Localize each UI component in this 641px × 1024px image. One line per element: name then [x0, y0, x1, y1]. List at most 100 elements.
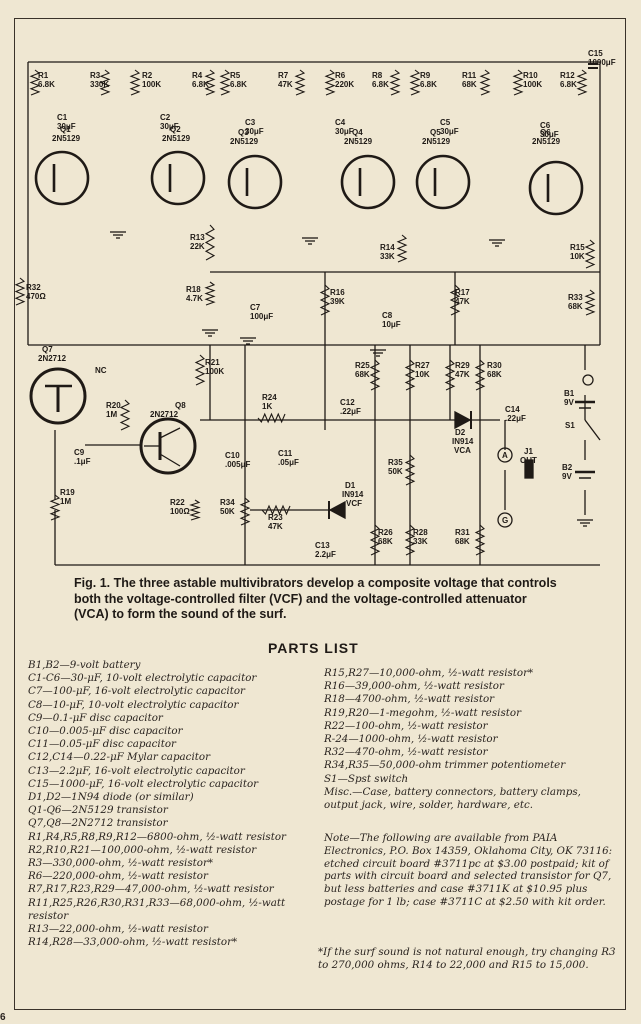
transistor-ref: Q6	[540, 128, 551, 137]
part-item: C12,C14—0.22-μF Mylar capacitor	[28, 751, 210, 764]
resistor-ref: R20	[106, 401, 121, 410]
supplier-note: Note—The following are available from PA…	[324, 832, 613, 908]
resistor-ref: R33	[568, 293, 583, 302]
resistor-ref: R7	[278, 71, 289, 80]
transistor-type: 2N5129	[162, 134, 191, 143]
terminal-a: A	[502, 451, 508, 460]
resistor-r14	[396, 234, 408, 263]
capacitor-value: 10μF	[382, 320, 401, 329]
capacitor-value: 30μF	[245, 127, 264, 136]
resistor-r35	[404, 454, 416, 486]
resistor-r24	[257, 412, 286, 424]
part-item: R1,R4,R5,R8,R9,R12—6800-ohm, ½-watt resi…	[28, 830, 286, 843]
resistor-value: 6.8K	[372, 80, 389, 89]
resistor-ref: R12	[560, 71, 575, 80]
resistor-r4	[204, 69, 216, 96]
resistor-value: 100K	[205, 367, 224, 376]
resistor-ref: R9	[420, 71, 431, 80]
transistor-type: 2N2712	[150, 410, 179, 419]
resistor-r17	[449, 284, 461, 316]
resistor-value: 100K	[523, 80, 542, 89]
resistor-r9	[409, 69, 421, 96]
resistor-r3	[99, 69, 111, 96]
resistor-value: 1K	[262, 402, 272, 411]
resistor-value: 330K	[90, 80, 109, 89]
transistor-q6	[528, 160, 584, 216]
part-item: R7,R17,R23,R29—47,000-ohm, ½-watt resist…	[28, 883, 274, 896]
footnote: *If the surf sound is not natural enough…	[318, 946, 616, 971]
jack-j1-ref: J1	[524, 447, 533, 456]
resistor-ref: R8	[372, 71, 383, 80]
resistor-value: 68K	[462, 80, 477, 89]
diode-role: VCF	[346, 499, 362, 508]
resistor-value: 47K	[278, 80, 293, 89]
capacitor-ref: C15	[588, 49, 603, 58]
capacitor-value: .05μF	[278, 458, 299, 467]
part-item: D1,D2—1N94 diode (or similar)	[28, 791, 194, 804]
resistor-ref: R26	[378, 528, 393, 537]
resistor-ref: R32	[26, 283, 41, 292]
resistor-value: 47K	[455, 297, 470, 306]
resistor-r21	[194, 354, 206, 386]
transistor-ref: Q4	[352, 128, 363, 137]
resistor-ref: R3	[90, 71, 101, 80]
part-item: R-24—1000-ohm, ½-watt resistor	[324, 733, 498, 746]
capacitor-ref: C3	[245, 118, 256, 127]
part-item: R16—39,000-ohm, ½-watt resistor	[324, 680, 504, 693]
resistor-value: 22K	[190, 242, 205, 251]
page-border	[14, 18, 626, 1010]
resistor-ref: R23	[268, 513, 283, 522]
surf-synthesizer-schematic: R16.8KR3330KR2100KR46.8KR56.8KR747KR6220…	[14, 49, 616, 566]
resistor-value: 47K	[455, 370, 470, 379]
resistor-r23	[261, 504, 291, 516]
resistor-r20	[119, 399, 131, 431]
resistor-ref: R14	[380, 243, 395, 252]
resistor-value: 39K	[330, 297, 345, 306]
part-item: B1,B2—9-volt battery	[28, 659, 141, 671]
terminal-g: G	[502, 516, 508, 525]
diode-type: IN914	[342, 490, 364, 499]
resistor-r1	[29, 69, 41, 96]
resistor-ref: R34	[220, 498, 235, 507]
resistor-value: 6.8K	[560, 80, 577, 89]
resistor-value: 220K	[335, 80, 354, 89]
page-number: 6	[0, 1012, 6, 1023]
resistor-r12	[576, 69, 588, 96]
capacitor-ref: C4	[335, 118, 346, 127]
resistor-r26	[369, 524, 381, 556]
part-item: C1-C6—30-μF, 10-volt electrolytic capaci…	[28, 672, 257, 685]
resistor-value: 10K	[415, 370, 430, 379]
resistor-value: 68K	[568, 302, 583, 311]
resistor-ref: R29	[455, 361, 470, 370]
resistor-ref: R22	[170, 498, 185, 507]
resistor-ref: R27	[415, 361, 430, 370]
resistor-value: 6.8K	[420, 80, 437, 89]
part-item: C10—0.005-μF disc capacitor	[28, 725, 183, 738]
transistor-ref: Q8	[175, 401, 186, 410]
capacitor-value: .005μF	[225, 460, 250, 469]
part-item: C15—1000-μF, 16-volt electrolytic capaci…	[28, 777, 259, 790]
capacitor-value: .1μF	[74, 457, 91, 466]
resistor-value: 68K	[487, 370, 502, 379]
part-item: C7—100-μF, 16-volt electrolytic capacito…	[28, 685, 245, 698]
resistor-ref: R5	[230, 71, 241, 80]
resistor-value: 100Ω	[170, 507, 190, 516]
parts-list-title: PARTS LIST	[268, 640, 359, 656]
transistor-ref: Q7	[42, 345, 53, 354]
part-item: R6—220,000-ohm, ½-watt resistor	[28, 870, 208, 883]
diode-ref: D2	[455, 428, 466, 437]
resistor-ref: R35	[388, 458, 403, 467]
resistor-ref: R10	[523, 71, 538, 80]
part-item: C13—2.2μF, 16-volt electrolytic capacito…	[28, 764, 245, 777]
transistor-type: 2N2712	[38, 354, 67, 363]
capacitor-value: 30μF	[57, 122, 76, 131]
battery-b2-ref: B2	[562, 463, 573, 472]
battery-b1-voltage: 9V	[564, 398, 574, 407]
transistor-q5	[415, 154, 471, 210]
resistor-value: 4.7K	[186, 294, 203, 303]
part-item: R32—470-ohm, ½-watt resistor	[324, 746, 488, 759]
resistor-r11	[479, 69, 491, 96]
resistor-ref: R16	[330, 288, 345, 297]
transistor-q3	[227, 154, 283, 210]
resistor-value: 68K	[355, 370, 370, 379]
